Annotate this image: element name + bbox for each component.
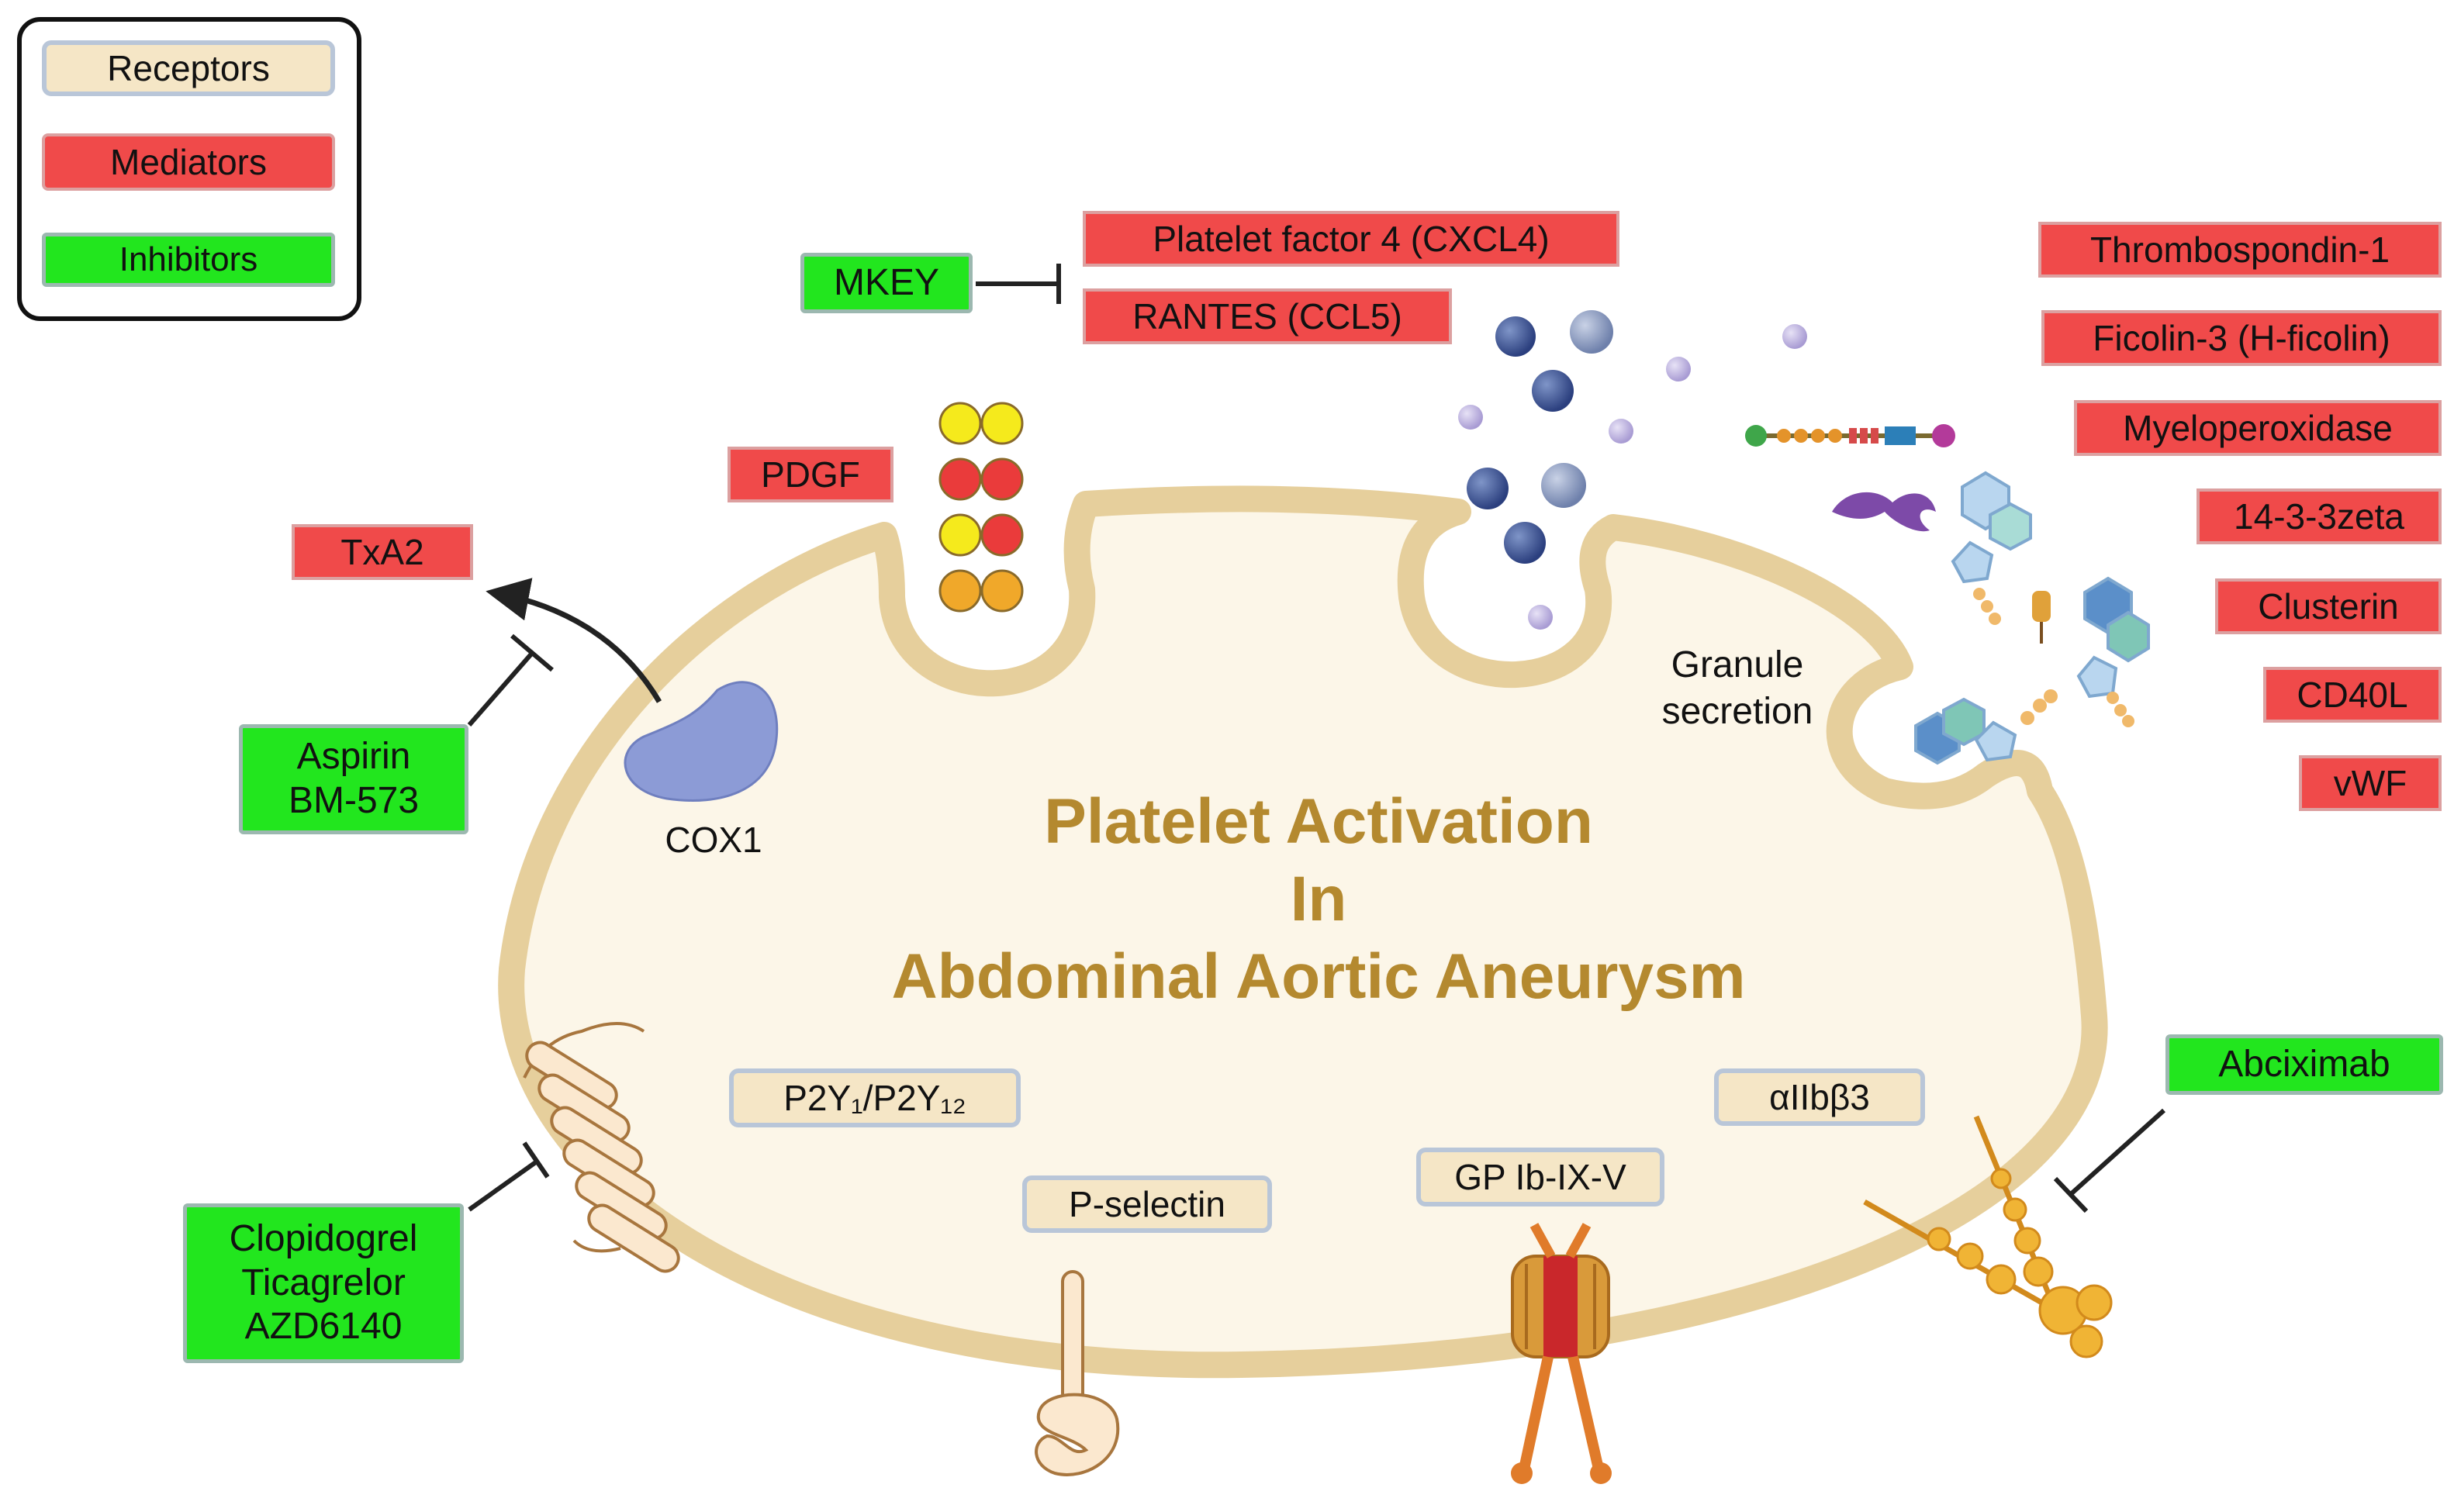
mediator-txa2: TxA2 [292, 524, 473, 580]
mediator-thrombospondin: Thrombospondin-1 [2038, 222, 2442, 278]
aspirin-inhibition-bar [467, 633, 554, 727]
mediator-14-3-3zeta: 14-3-3zeta [2197, 488, 2442, 544]
clopidogrel-inhibition-bar [468, 1141, 550, 1212]
receptor-p2y: P2Y₁/P2Y₁₂ [729, 1068, 1021, 1127]
mediator-ficolin: Ficolin-3 (H-ficolin) [2041, 310, 2442, 366]
mediator-clusterin: Clusterin [2215, 578, 2442, 634]
vwf-multimer-icon [1863, 1115, 2113, 1358]
inhibitor-p2y12-group: Clopidogrel Ticagrelor AZD6140 [183, 1203, 464, 1363]
title-line-2: In [1290, 864, 1347, 934]
legend-inhibitors: Inhibitors [42, 233, 335, 287]
receptor-aiib-b3: αIIbβ3 [1714, 1068, 1925, 1126]
title-line-3: Abdominal Aortic Aneurysm [891, 941, 1746, 1012]
inhibitor-aspirin: Aspirin [296, 736, 411, 778]
legend-mediators: Mediators [42, 133, 335, 191]
cox1-label: COX1 [665, 820, 762, 860]
inhibitor-ticagrelor: Ticagrelor [241, 1262, 406, 1303]
legend-panel [17, 17, 361, 321]
platelet-cell [498, 485, 2108, 1379]
p-selectin-receptor-icon [1035, 1270, 1120, 1476]
inhibitor-clopidogrel: Clopidogrel [229, 1218, 418, 1260]
mediator-vwf: vWF [2299, 755, 2442, 811]
granule-secretion-label: Granule secretion [1637, 642, 1838, 735]
inhibitor-abciximab: Abciximab [2165, 1034, 2443, 1095]
mediator-cd40l: CD40L [2263, 667, 2442, 723]
mediator-myeloperoxidase: Myeloperoxidase [2074, 400, 2442, 456]
inhibitor-mkey: MKEY [800, 253, 973, 313]
mediator-pf4: Platelet factor 4 (CXCL4) [1083, 211, 1619, 267]
pdgf-dimer-icons [938, 402, 1024, 613]
p2y-gpcr-receptor-icon [523, 1022, 680, 1273]
cox1-to-txa2-arrow [486, 578, 662, 703]
thrombospondin-molecule-icon [1745, 424, 1955, 447]
ficolin-molecule-icons [1914, 471, 2150, 765]
granule-line-1: Granule [1671, 644, 1804, 685]
abciximab-inhibition-bar [2053, 1108, 2166, 1213]
myeloperoxidase-molecule-icon [1832, 492, 1936, 532]
chemokine-sphere-icons [1458, 310, 1807, 630]
cox1-enzyme-icon [624, 681, 779, 802]
clusterin-molecule-icon [2032, 591, 2051, 644]
diagram-title: Platelet Activation In Abdominal Aortic … [776, 783, 1861, 1016]
glycan-chain-icons [1973, 588, 2134, 727]
inhibitor-azd6140: AZD6140 [244, 1306, 403, 1348]
mkey-inhibition-bar [976, 264, 1061, 304]
receptor-p-selectin: P-selectin [1022, 1175, 1272, 1233]
gp-ib-ix-v-receptor-icon [1511, 1223, 1612, 1484]
receptor-gp-ib-ix-v: GP Ib-IX-V [1416, 1148, 1664, 1206]
mediator-pdgf: PDGF [728, 447, 893, 502]
legend-receptors: Receptors [42, 40, 335, 96]
mediator-rantes: RANTES (CCL5) [1083, 288, 1452, 344]
inhibitor-aspirin-group: Aspirin BM-573 [239, 724, 468, 834]
inhibitor-bm-573: BM-573 [288, 780, 420, 821]
title-line-1: Platelet Activation [1044, 786, 1593, 857]
granule-line-2: secretion [1661, 691, 1813, 732]
